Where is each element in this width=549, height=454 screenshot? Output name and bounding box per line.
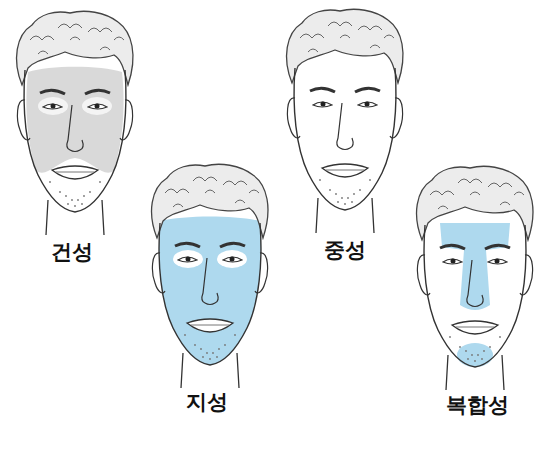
skin-type-label: 복합성 bbox=[444, 391, 511, 419]
dry-face bbox=[17, 11, 133, 235]
skin-type-label: 건성 bbox=[49, 238, 95, 266]
normal-face bbox=[287, 9, 403, 233]
skin-type-label: 중성 bbox=[322, 236, 368, 264]
skin-type-label: 지성 bbox=[184, 388, 230, 416]
oily-face bbox=[152, 164, 268, 388]
combination-face bbox=[417, 166, 533, 390]
